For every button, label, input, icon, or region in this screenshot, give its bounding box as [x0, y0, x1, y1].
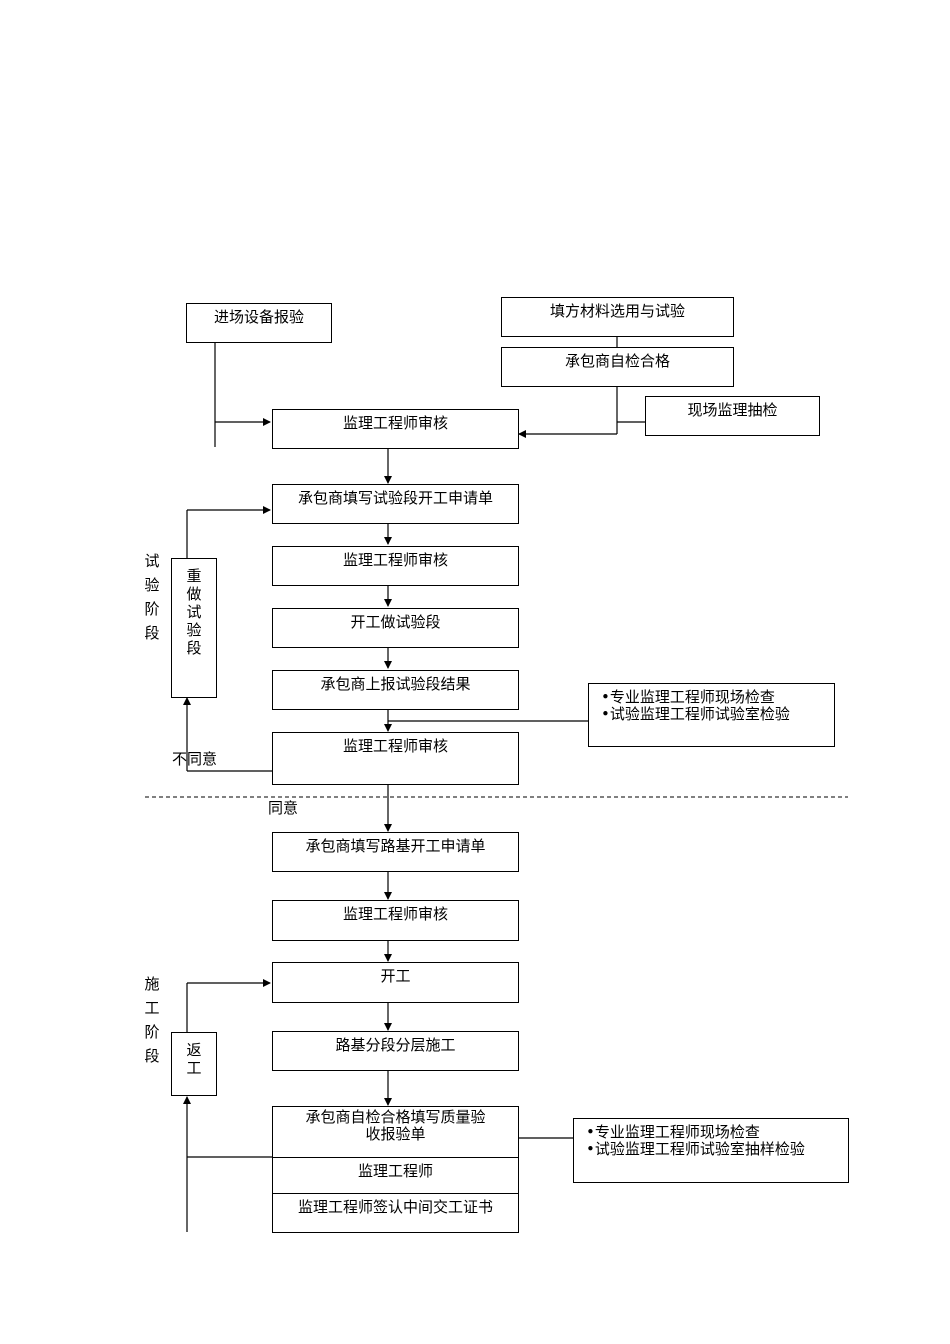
interim-certificate-box: 监理工程师签认中间交工证书: [272, 1193, 519, 1233]
redo-trial-box: 重做试验段: [171, 558, 217, 698]
site-supervision-spot-check-label: 现场监理抽检: [687, 401, 778, 419]
construction-check-item: •专业监理工程师现场检查: [586, 1123, 760, 1141]
rework-box: 返工: [171, 1032, 217, 1096]
supervising-engineer-box: 监理工程师: [272, 1157, 519, 1194]
equipment-inspection-label: 进场设备报验: [213, 308, 304, 326]
contractor-self-check-label: 承包商自检合格: [564, 352, 670, 370]
engineer-review-label-3: 监理工程师审核: [342, 737, 448, 755]
layered-construction-label: 路基分段分层施工: [335, 1036, 456, 1054]
agree-label: 同意: [268, 799, 299, 817]
start-trial-section-box: 开工做试验段: [272, 608, 519, 648]
fill-material-test-box: 填方材料选用与试验: [501, 297, 734, 337]
construction-stage-label: 施工阶段: [144, 975, 160, 1065]
engineer-review-box-4: 监理工程师审核: [272, 900, 519, 941]
trial-check-item: •专业监理工程师现场检查: [601, 688, 775, 706]
disagree-label: 不同意: [172, 750, 218, 768]
supervising-engineer-label: 监理工程师: [357, 1162, 433, 1180]
engineer-review-label-4: 监理工程师审核: [342, 905, 448, 923]
trial-section-application-box: 承包商填写试验段开工申请单: [272, 484, 519, 524]
quality-acceptance-form-box: 承包商自检合格填写质量验收报验单: [272, 1106, 519, 1158]
start-work-label: 开工: [380, 967, 411, 985]
construction-check-item: •试验监理工程师试验室抽样检验: [586, 1140, 805, 1158]
engineer-review-box-3: 监理工程师审核: [272, 732, 519, 785]
quality-acceptance-form-label: 承包商自检合格填写质量验收报验单: [305, 1108, 486, 1143]
equipment-inspection-box: 进场设备报验: [186, 303, 332, 343]
site-supervision-spot-check-box: 现场监理抽检: [645, 396, 820, 436]
engineer-review-box-2: 监理工程师审核: [272, 546, 519, 586]
construction-checks-note: •专业监理工程师现场检查 •试验监理工程师试验室抽样检验: [573, 1118, 849, 1183]
trial-check-item: •试验监理工程师试验室检验: [601, 705, 790, 723]
engineer-review-label-1: 监理工程师审核: [342, 414, 448, 432]
start-work-box: 开工: [272, 962, 519, 1003]
trial-section-application-label: 承包商填写试验段开工申请单: [297, 489, 493, 507]
report-trial-results-label: 承包商上报试验段结果: [320, 675, 471, 693]
start-trial-section-label: 开工做试验段: [350, 613, 441, 631]
fill-material-test-label: 填方材料选用与试验: [549, 302, 685, 320]
engineer-review-label-2: 监理工程师审核: [342, 551, 448, 569]
subgrade-application-box: 承包商填写路基开工申请单: [272, 832, 519, 872]
interim-certificate-label: 监理工程师签认中间交工证书: [297, 1198, 493, 1216]
trial-stage-label: 试验阶段: [144, 552, 160, 642]
subgrade-application-label: 承包商填写路基开工申请单: [305, 837, 486, 855]
rework-label: 返工: [186, 1041, 202, 1077]
engineer-review-box-1: 监理工程师审核: [272, 409, 519, 449]
layered-construction-box: 路基分段分层施工: [272, 1031, 519, 1071]
contractor-self-check-box: 承包商自检合格: [501, 347, 734, 387]
trial-checks-note: •专业监理工程师现场检查 •试验监理工程师试验室检验: [588, 683, 835, 747]
redo-trial-label: 重做试验段: [186, 567, 202, 657]
report-trial-results-box: 承包商上报试验段结果: [272, 670, 519, 710]
